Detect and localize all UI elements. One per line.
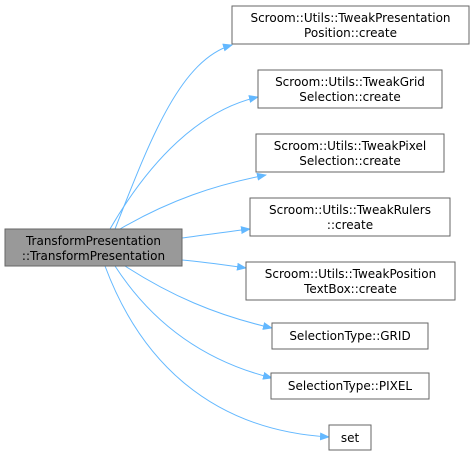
callee-node-label: SelectionType::GRID <box>289 329 410 343</box>
edge-to-tweak-grid-selection <box>109 95 259 230</box>
edge-to-tweak-pixel-selection <box>119 172 267 230</box>
callee-node-label-line2: Selection::create <box>299 154 400 168</box>
callee-node-tweak-presentation-position[interactable]: Scroom::Utils::TweakPresentation Positio… <box>231 5 470 45</box>
callee-node-selection-grid[interactable]: SelectionType::GRID <box>271 322 429 350</box>
root-node-box <box>4 228 183 267</box>
callee-node-label: SelectionType::PIXEL <box>288 379 413 393</box>
callee-node-tweak-position-textbox[interactable]: Scroom::Utils::TweakPosition TextBox::cr… <box>245 261 456 301</box>
callee-node-label-line2: Selection::create <box>299 90 400 104</box>
call-edges <box>104 43 330 441</box>
callee-node-tweak-rulers[interactable]: Scroom::Utils::TweakRulers ::create <box>249 197 451 237</box>
callee-node-box <box>270 372 430 400</box>
callee-node-label-line1: Scroom::Utils::TweakPresentation <box>250 11 450 25</box>
edge-to-set <box>104 265 330 441</box>
callee-node-set[interactable]: set <box>328 424 372 451</box>
callee-node-label: set <box>341 431 360 445</box>
callee-node-box <box>249 197 451 237</box>
callee-node-box <box>231 5 470 45</box>
callee-node-label-line2: ::create <box>327 218 373 232</box>
callee-node-box <box>328 424 372 451</box>
callee-node-label-line1: Scroom::Utils::TweakRulers <box>269 203 431 217</box>
callee-node-tweak-pixel-selection[interactable]: Scroom::Utils::TweakPixel Selection::cre… <box>255 133 445 173</box>
callee-node-box <box>257 69 443 109</box>
root-node[interactable]: TransformPresentation ::TransformPresent… <box>4 228 183 267</box>
callee-node-box <box>245 261 456 301</box>
callee-node-label-line2: Position::create <box>304 26 397 40</box>
edge-to-tweak-rulers <box>181 226 251 239</box>
edge-to-selection-grid <box>124 265 273 330</box>
callee-node-label-line1: Scroom::Utils::TweakPosition <box>265 267 436 281</box>
callee-node-label-line1: Scroom::Utils::TweakGrid <box>275 75 425 89</box>
callee-node-tweak-grid-selection[interactable]: Scroom::Utils::TweakGrid Selection::crea… <box>257 69 443 109</box>
callee-node-label-line1: Scroom::Utils::TweakPixel <box>274 139 426 153</box>
root-node-label-line1: TransformPresentation <box>25 234 161 248</box>
callee-node-box <box>255 133 445 173</box>
callee-node-label-line2: TextBox::create <box>303 282 397 296</box>
edge-to-tweak-presentation-position <box>114 43 233 230</box>
callee-node-box <box>271 322 429 350</box>
callee-node-selection-pixel[interactable]: SelectionType::PIXEL <box>270 372 430 400</box>
edge-to-selection-pixel <box>114 265 273 380</box>
edge-to-tweak-position-textbox <box>181 259 247 271</box>
root-node-label-line2: ::TransformPresentation <box>22 249 165 263</box>
